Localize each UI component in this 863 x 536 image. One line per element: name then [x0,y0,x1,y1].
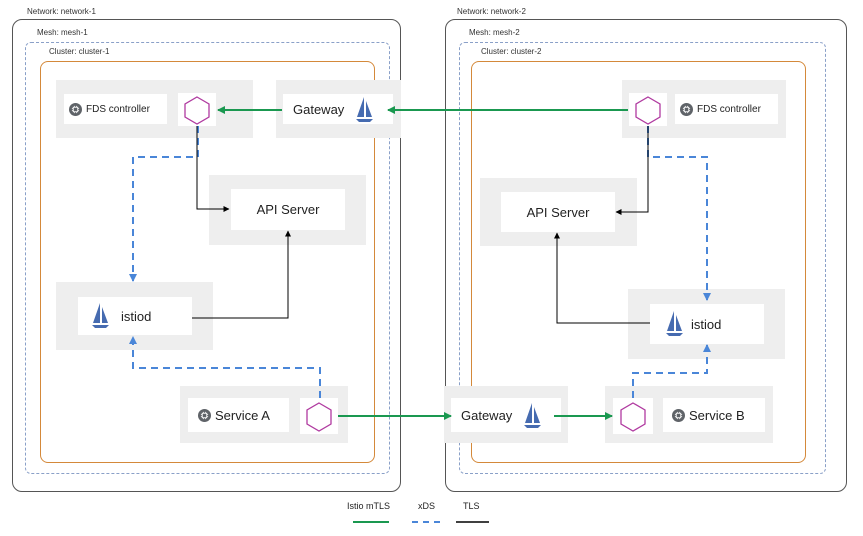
network-1-label: Network: network-1 [27,7,96,16]
cluster-1-boundary [40,61,375,463]
istiod-1-label: istiod [121,308,152,324]
xds-serviceb-istiod2 [632,344,711,398]
gateway-2-node: Gateway [451,398,561,432]
chip-icon [69,102,82,116]
service-a-node: Service A [188,398,289,432]
chip-icon [680,102,693,116]
mesh-1-boundary [25,42,390,474]
istio-sail-icon [92,303,109,328]
hexagon-icon [635,96,661,125]
chip-icon [198,408,211,422]
chip-icon [672,408,685,422]
istio-sail-icon [666,311,683,336]
legend-mtls-label: Istio mTLS [347,501,391,511]
service-b-label: Service B [689,407,745,423]
api-server-2-label: API Server [526,204,590,220]
mesh-2-label: Mesh: mesh-2 [469,28,520,37]
xds-fds1-istiod1 [129,126,199,282]
service-a-label: Service A [215,407,270,423]
istiod-2-label: istiod [691,316,722,332]
istiod-2-node: istiod [650,304,764,344]
cluster-2-boundary [471,61,806,463]
fds-controller-1-node: FDS controller [64,94,167,124]
service-b-node: Service B [663,398,765,432]
fds-controller-1-label: FDS controller [86,103,150,115]
cluster-1-label: Cluster: cluster-1 [49,47,110,56]
tls-istiod2-apiserver2 [554,232,650,324]
api-server-2-node: API Server [501,192,615,232]
tls-fds2-apiserver2 [615,126,649,215]
gateway-1-node: Gateway [283,94,393,124]
xds-servicea-istiod1 [129,336,321,398]
gateway-1-label: Gateway [293,101,345,117]
mesh-1-label: Mesh: mesh-1 [37,28,88,37]
legend-xds-label: xDS [418,501,436,511]
istio-sail-icon [356,97,373,122]
network-2-label: Network: network-2 [457,7,526,16]
network-1-boundary [12,19,401,492]
legend-tls-label: TLS [463,501,480,511]
tls-fds1-apiserver1 [196,126,230,212]
hexagon-icon [184,96,210,125]
hexagon-icon [620,402,646,432]
api-server-1-node: API Server [231,189,345,230]
fds-controller-2-label: FDS controller [697,103,761,115]
network-2-boundary [445,19,847,492]
tls-istiod1-apiserver1 [192,230,291,319]
istio-sail-icon [524,403,541,428]
api-server-1-label: API Server [256,202,320,217]
hexagon-icon [306,402,332,432]
mesh-2-boundary [459,42,826,474]
cluster-2-label: Cluster: cluster-2 [481,47,542,56]
gateway-2-label: Gateway [461,407,513,423]
xds-fds2-istiod2 [647,126,711,301]
fds-controller-2-node: FDS controller [675,94,778,124]
